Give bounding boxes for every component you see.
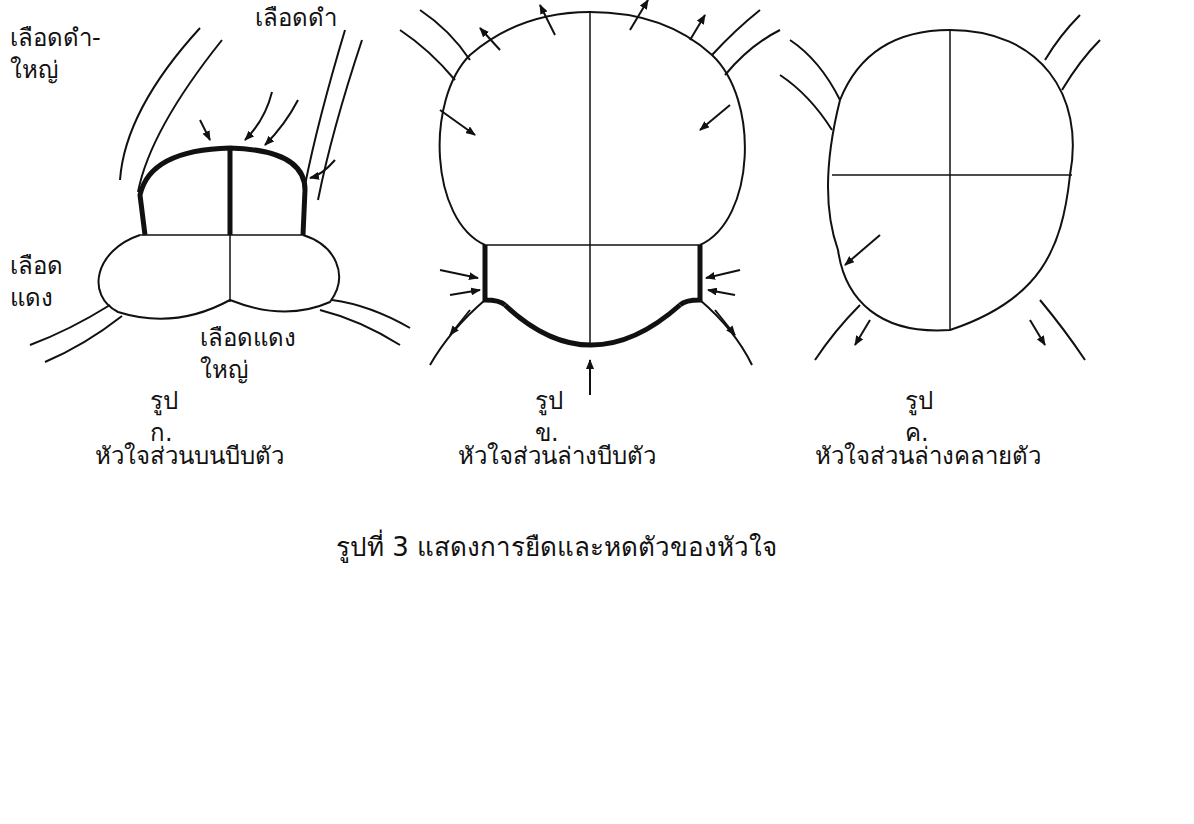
figure-caption: รูปที่ 3 แสดงการยืดและหดตัวของหัวใจ: [336, 530, 777, 565]
vessel-label: เลือดดำ-ใหญ่: [10, 22, 101, 87]
figure-label: หัวใจส่วนบนบีบตัว: [95, 440, 284, 472]
figure-label: หัวใจส่วนล่างบีบตัว: [458, 440, 656, 472]
figure-label: หัวใจส่วนล่างคลายตัว: [815, 440, 1041, 472]
figure-label: รูปก.: [150, 385, 178, 450]
vessel-label: เลือดดำ: [255, 2, 337, 34]
vessel-label: เลือดแดงใหญ่: [200, 322, 296, 387]
vessel-label: เลือดแดง: [10, 250, 63, 315]
figure-label: รูปค.: [905, 385, 933, 450]
figure-label: รูปข.: [535, 385, 563, 450]
